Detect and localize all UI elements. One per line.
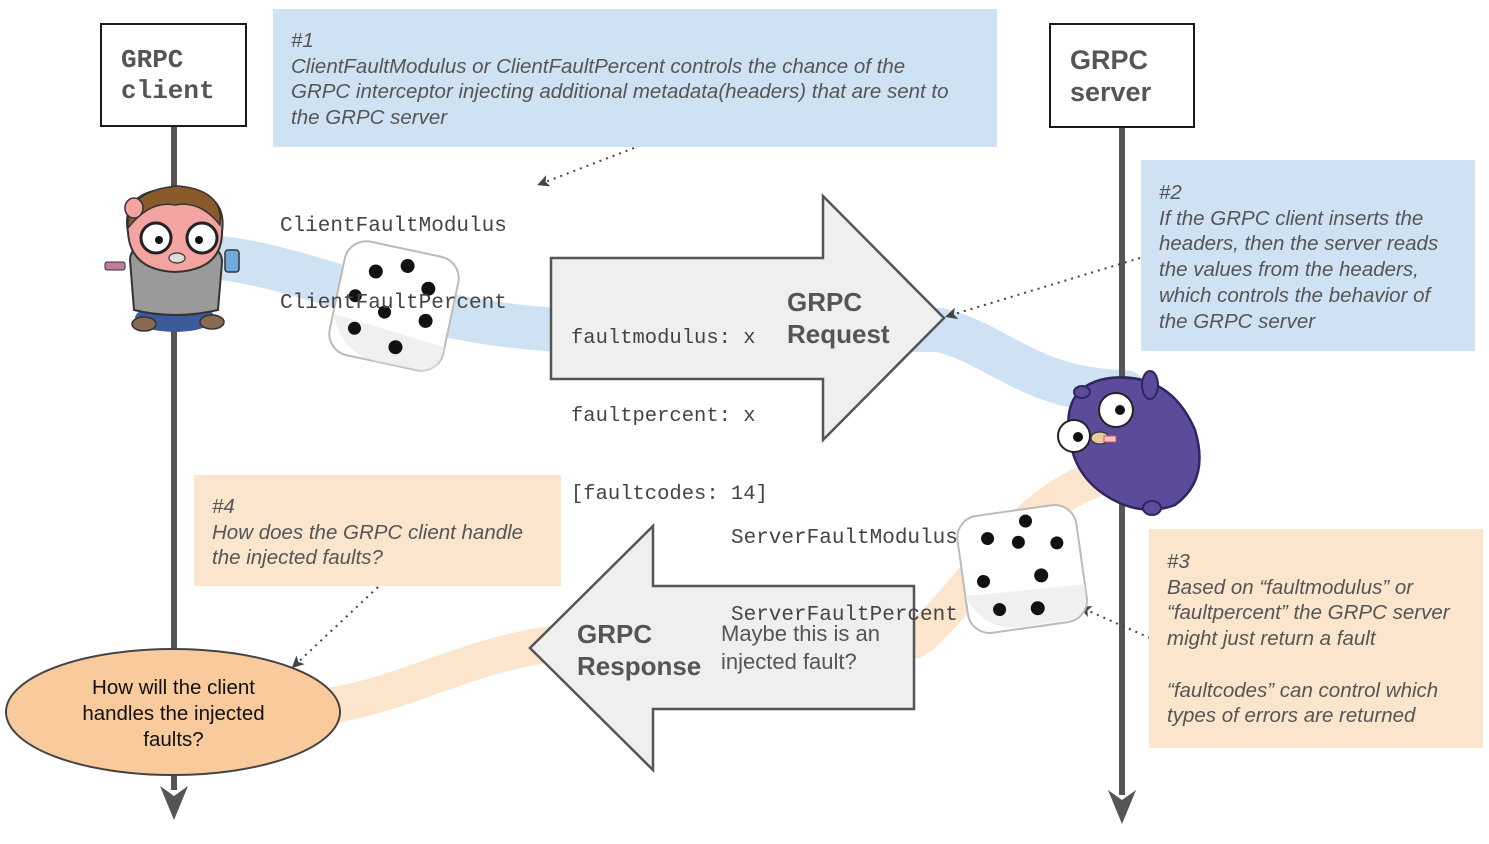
client-outcome-line2: handles the injected: [82, 702, 265, 725]
client-gopher-icon: [104, 185, 240, 332]
note-1-text: ClientFaultModulus or ClientFaultPercent…: [291, 54, 949, 130]
client-header-line1: GRPC: [121, 45, 184, 75]
response-label: GRPC Response: [577, 618, 701, 682]
client-outcome-line3: faults?: [143, 728, 204, 751]
request-flow-path: [153, 233, 1147, 414]
note-3: #3 Based on “faultmodulus” or “faultperc…: [1149, 529, 1483, 748]
request-headers: faultmodulus: x faultpercent: x [faultco…: [571, 274, 768, 560]
server-header-line1: GRPC: [1070, 45, 1149, 75]
client-fault-params: ClientFaultModulus ClientFaultPercent: [280, 163, 507, 367]
note3-connector: [1079, 606, 1151, 639]
note-3-text: Based on “faultmodulus” or “faultpercent…: [1167, 575, 1450, 728]
note-4: #4 How does the GRPC client handle the i…: [194, 475, 561, 586]
response-arrow-shape: [528, 522, 916, 774]
request-label: GRPC Request: [787, 286, 890, 350]
server-gopher-icon: [1057, 370, 1201, 516]
response-note-line1: Maybe this is an: [721, 621, 880, 646]
response-note-line2: injected fault?: [721, 649, 857, 674]
response-label-line2: Response: [577, 651, 702, 681]
server-param-modulus: ServerFaultModulus: [731, 527, 958, 550]
client-dice-icon: [328, 240, 460, 372]
note-1-number: #1: [291, 29, 314, 52]
server-fault-params: ServerFaultModulus ServerFaultPercent: [731, 475, 958, 679]
note2-connector: [945, 257, 1141, 320]
server-lifeline-arrowhead: [1108, 790, 1136, 824]
request-header-faultpercent: faultpercent: x: [571, 405, 756, 428]
response-label-line1: GRPC: [577, 619, 653, 649]
note-2-number: #2: [1159, 181, 1182, 204]
server-dice-icon: [956, 504, 1088, 634]
note4-connector: [291, 586, 379, 669]
request-header-faultcodes: [faultcodes: 14]: [571, 483, 768, 506]
request-header-faultmodulus: faultmodulus: x: [571, 327, 756, 350]
server-header-line2: server: [1070, 77, 1152, 107]
client-lifeline-arrowhead: [160, 786, 188, 820]
request-arrow-shape: [549, 192, 946, 444]
note-2-text: If the GRPC client inserts the headers, …: [1159, 206, 1439, 333]
server-lifeline-header: GRPC server: [1049, 23, 1195, 128]
client-param-percent: ClientFaultPercent: [280, 291, 507, 315]
note1-connector: [537, 147, 635, 187]
note-4-number: #4: [212, 495, 235, 518]
note-4-text: How does the GRPC client handle the inje…: [212, 520, 524, 570]
response-note: Maybe this is an injected fault?: [721, 620, 880, 676]
client-lifeline-header: GRPC client: [100, 23, 247, 127]
client-header-line2: client: [121, 76, 215, 106]
server-param-percent: ServerFaultPercent: [731, 603, 958, 627]
request-label-line2: Request: [787, 319, 890, 349]
note-1: #1 ClientFaultModulus or ClientFaultPerc…: [273, 9, 997, 147]
client-param-modulus: ClientFaultModulus: [280, 215, 507, 238]
client-outcome-line1: How will the client: [92, 676, 255, 699]
client-outcome-ellipse: [5, 648, 341, 776]
note-3-number: #3: [1167, 550, 1190, 573]
note-2: #2 If the GRPC client inserts the header…: [1141, 160, 1475, 351]
request-label-line1: GRPC: [787, 287, 863, 317]
client-outcome-label: How will the client handles the injected…: [36, 675, 311, 753]
